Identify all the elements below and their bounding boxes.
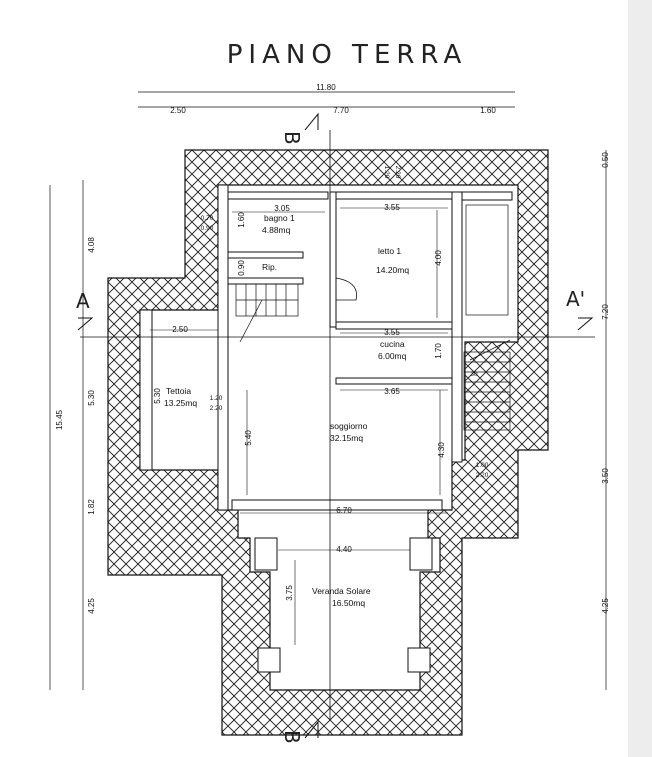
- dim-soggiorno-right: 4.30: [437, 442, 446, 458]
- dim-door-right-b: 2.20: [476, 472, 489, 479]
- dim-rip-depth: 0.90: [237, 260, 246, 276]
- dim-left-c: 1.82: [87, 499, 96, 515]
- dim-door-top-a: 2.20: [394, 166, 401, 179]
- dim-left-total: 15.45: [55, 409, 64, 430]
- dimension-lines-interior: [150, 207, 448, 645]
- dim-top-right: 1.60: [480, 106, 496, 115]
- room-bagno-name: bagno 1: [264, 213, 295, 223]
- dim-door-0-70: 0.70: [201, 215, 214, 222]
- dim-door-tettoia-a: 1.20: [210, 395, 223, 402]
- room-tettoia-name: Tettoia: [166, 386, 191, 396]
- dim-top-left: 2.50: [170, 106, 186, 115]
- room-letto-name: letto 1: [378, 246, 401, 256]
- dim-door-0-90: 0.90: [201, 225, 214, 232]
- dim-tettoia-depth: 5.30: [153, 388, 162, 404]
- dim-bagno-depth: 1.60: [237, 212, 246, 228]
- stair-right: [463, 204, 511, 431]
- section-b-top-label: B: [280, 131, 304, 145]
- dim-right-b: 7.20: [601, 304, 610, 320]
- stair-left: [235, 283, 299, 343]
- dim-door-top-b: 1.20: [383, 166, 390, 179]
- dim-letto-width: 3.55: [384, 203, 400, 212]
- room-cucina-area: 6.00mq: [378, 351, 407, 361]
- room-soggiorno-name: soggiorno: [330, 421, 368, 431]
- section-lines: [80, 130, 595, 720]
- dim-door-tettoia-b: 2.20: [210, 405, 223, 412]
- dim-cucina-depth: 1.70: [434, 343, 443, 359]
- room-cucina-name: cucina: [380, 339, 405, 349]
- section-b-bottom-label: B: [280, 730, 304, 744]
- room-rip-name: Rip.: [262, 262, 277, 272]
- door-swing-letto: [335, 277, 357, 301]
- room-veranda-area: 16.50mq: [332, 598, 365, 608]
- dim-bagno-width: 3.05: [274, 204, 290, 213]
- dim-cucina-width: 3.55: [384, 328, 400, 337]
- dim-door-right-a: 1.00: [476, 462, 489, 469]
- dim-top-total: 11.80: [316, 83, 336, 92]
- room-tettoia-area: 13.25mq: [164, 398, 197, 408]
- dim-soggiorno-left: 5.40: [244, 430, 253, 446]
- dim-tettoia-width: 2.50: [172, 325, 188, 334]
- room-soggiorno-area: 32.15mq: [330, 433, 363, 443]
- dim-right-a: 0.50: [601, 152, 610, 168]
- room-letto-area: 14.20mq: [376, 265, 409, 275]
- dim-right-d: 4.25: [601, 598, 610, 614]
- outer-wall-hatched: [107, 149, 549, 736]
- dim-left-d: 4.25: [87, 598, 96, 614]
- section-a-right-label: A': [566, 287, 585, 311]
- dim-veranda-depth: 3.75: [285, 585, 294, 601]
- dim-cucina-bottom: 3.65: [384, 387, 400, 396]
- dim-veranda-width: 4.40: [336, 545, 352, 554]
- dim-soggiorno-width: 6.70: [336, 506, 352, 515]
- plan-title: PIANO TERRA: [227, 40, 467, 70]
- dimension-lines-left: [49, 180, 84, 690]
- dim-letto-depth: 4.00: [434, 250, 443, 266]
- dim-left-b: 5.30: [87, 390, 96, 406]
- dim-top-mid: 7.70: [333, 106, 349, 115]
- dimension-lines-top: [138, 91, 515, 108]
- room-bagno-area: 4.88mq: [262, 225, 291, 235]
- inner-walls: [139, 184, 513, 673]
- stair-mark: 30: [470, 371, 478, 378]
- page-margin-strip: [628, 0, 652, 757]
- dim-right-c: 3.50: [601, 468, 610, 484]
- room-veranda-name: Veranda Solare: [312, 586, 371, 596]
- dim-left-a: 4.08: [87, 237, 96, 253]
